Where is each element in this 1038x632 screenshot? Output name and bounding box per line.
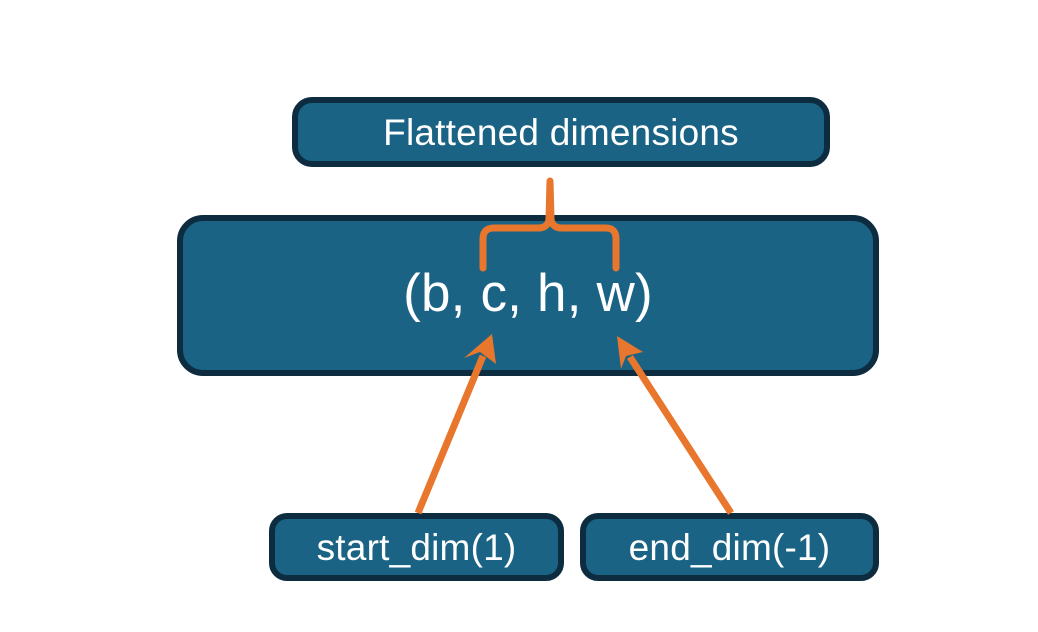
tensor-shape-box: (b, c, h, w) — [177, 215, 879, 376]
flattened-dimensions-box: Flattened dimensions — [292, 97, 830, 167]
flattened-dimensions-label: Flattened dimensions — [383, 111, 739, 153]
tensor-shape-label: (b, c, h, w) — [403, 264, 653, 323]
end-dim-box: end_dim(-1) — [580, 513, 879, 581]
end-dim-label: end_dim(-1) — [628, 526, 831, 568]
start-dim-box: start_dim(1) — [269, 513, 564, 581]
start-dim-label: start_dim(1) — [316, 526, 517, 568]
